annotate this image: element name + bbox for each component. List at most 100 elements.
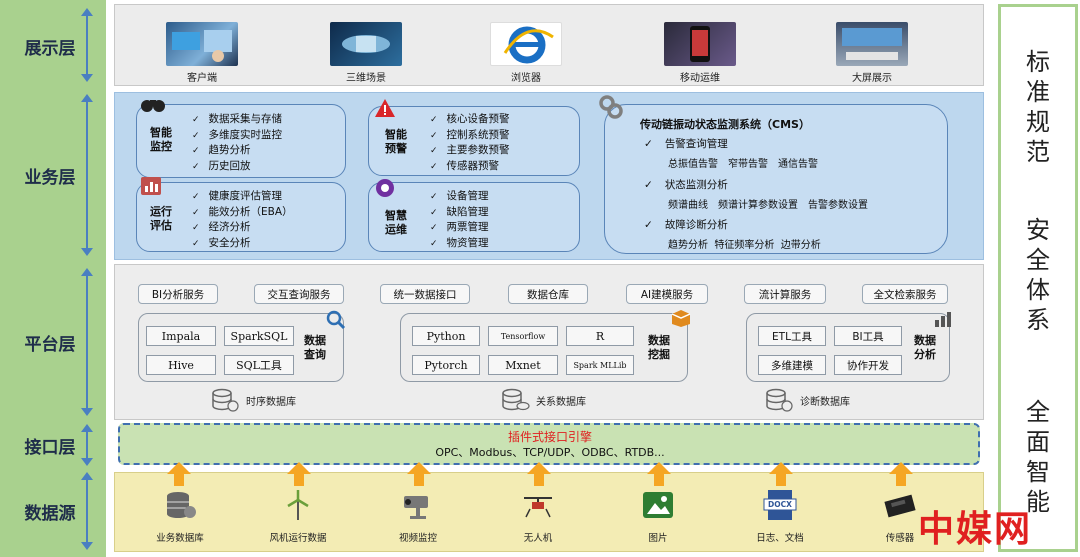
analysis-cell: BI工具 [834, 326, 902, 346]
sidebar-security-text: 安全体系 [1026, 216, 1050, 334]
drone-icon [524, 497, 552, 518]
interface-band [118, 423, 980, 465]
cms-detail-3: 趋势分析 特征频率分析 边带分析 [668, 240, 821, 251]
smart-monitor-list: 数据采集与存储 多维度实时监控 趋势分析 历史回放 [192, 112, 283, 175]
run-eval-title: 运行评估 [150, 205, 172, 232]
mobile-ops-image [664, 22, 736, 66]
source-caption: 业务数据库 [156, 533, 204, 544]
box-icon [670, 308, 692, 332]
cms-title: 传动链振动状态监测系统（CMS） [640, 118, 810, 131]
mining-cell: Spark MLLib [566, 355, 634, 375]
big-screen-image [836, 22, 908, 66]
up-arrow-icon [647, 462, 671, 486]
list-item: 数据采集与存储 [192, 112, 283, 128]
up-arrow-icon [889, 462, 913, 486]
up-arrow-icon [527, 462, 551, 486]
service-data-warehouse: 数据仓库 [508, 284, 588, 304]
cms-section-1: ✓告警查询管理 [644, 138, 728, 150]
query-cell: SparkSQL [224, 326, 294, 346]
data-analysis-title: 数据分析 [914, 334, 936, 361]
picture-icon [643, 492, 673, 518]
source-caption: 无人机 [523, 533, 553, 544]
source-caption: 图片 [648, 533, 668, 544]
mining-cell: Python [412, 326, 480, 346]
sensor-icon [884, 494, 916, 518]
chain-link-icon [598, 94, 624, 124]
layer-business-text: 业务层 [24, 167, 76, 188]
smart-warning-list: 核心设备预警 控制系统预警 主要参数预警 传感器预警 [430, 112, 510, 174]
browser-ie-icon [490, 22, 562, 66]
source-caption: 视频监控 [398, 533, 437, 544]
layer-arrow-interface [81, 424, 93, 466]
3d-scene-caption: 三维场景 [346, 73, 386, 84]
cms-section-heading: 故障诊断分析 [664, 219, 728, 231]
mining-cell: Pytorch [412, 355, 480, 375]
smart-warning-title: 智能预警 [385, 128, 407, 155]
sidebar-security: 安全体系 [1001, 215, 1075, 335]
list-item: 多维度实时监控 [192, 128, 283, 144]
layer-platform-text: 平台层 [24, 334, 76, 355]
layer-label-platform: 平台层 [0, 262, 100, 422]
list-item: 设备管理 [430, 189, 489, 205]
relational-db-label: 关系数据库 [536, 396, 586, 408]
list-item: 健康度评估管理 [192, 189, 293, 205]
bar-chart-icon [934, 310, 954, 332]
layer-source-text: 数据源 [24, 504, 76, 524]
database-stack-icon [167, 492, 196, 518]
up-arrow-icon [769, 462, 793, 486]
magnifier-icon [326, 310, 346, 334]
source-band [114, 472, 984, 552]
service-unified-interface: 统一数据接口 [380, 284, 470, 304]
service-stream-compute: 流计算服务 [744, 284, 826, 304]
list-item: 两票管理 [430, 220, 489, 236]
list-item: 经济分析 [192, 220, 293, 236]
chart-icon [140, 176, 162, 200]
mining-cell: Mxnet [488, 355, 558, 375]
layer-arrow-platform [81, 268, 93, 416]
relational-db: 关系数据库 [500, 388, 586, 412]
interface-protocols: OPC、Modbus、TCP/UDP、ODBC、RTDB... [435, 446, 665, 459]
up-arrow-icon [167, 462, 191, 486]
layer-label-business: 业务层 [0, 88, 100, 262]
timeseries-db: 时序数据库 [210, 388, 296, 412]
smart-ops-title: 智慧运维 [385, 209, 407, 236]
wind-turbine-icon [287, 490, 309, 520]
ops-icon [374, 178, 396, 202]
client-caption: 客户端 [187, 73, 217, 84]
cms-detail-1: 总振值告警 窄带告警 通信告警 [668, 159, 818, 170]
query-cell: Impala [146, 326, 216, 346]
list-item: 安全分析 [192, 236, 293, 252]
source-caption: 传感器 [885, 533, 915, 544]
list-item: 缺陷管理 [430, 205, 489, 221]
mining-cell: R [566, 326, 634, 346]
database-icon [766, 388, 793, 412]
diagnosis-db-label: 诊断数据库 [800, 396, 850, 408]
source-caption: 风机运行数据 [269, 533, 327, 544]
list-item: 物资管理 [430, 236, 489, 252]
binoculars-icon [140, 96, 166, 116]
timeseries-db-label: 时序数据库 [246, 396, 296, 408]
layer-label-display: 展示层 [0, 4, 100, 88]
query-cell: SQL工具 [224, 355, 294, 375]
analysis-cell: ETL工具 [758, 326, 826, 346]
source-caption: 日志、文档 [756, 533, 804, 544]
docx-icon: DOCX [762, 490, 798, 520]
database-icon [212, 388, 239, 412]
list-item: 历史回放 [192, 159, 282, 175]
list-item: 控制系统预警 [430, 128, 510, 144]
smart-ops-list: 设备管理 缺陷管理 两票管理 物资管理 [430, 189, 489, 251]
sidebar-intelligent: 全面智能 [1001, 397, 1075, 517]
smart-monitor-title: 智能监控 [150, 126, 172, 153]
cms-box [604, 104, 948, 254]
right-sidebar: 标准规范 安全体系 全面智能 [998, 4, 1078, 552]
3d-scene-image [330, 22, 402, 66]
service-bi: BI分析服务 [138, 284, 218, 304]
list-item: 传感器预警 [430, 159, 510, 175]
diagnosis-db: 诊断数据库 [764, 388, 850, 412]
browser-caption: 浏览器 [511, 73, 541, 84]
list-item: 核心设备预警 [430, 112, 510, 128]
sidebar-intelligent-text: 全面智能 [1026, 398, 1050, 516]
up-arrow-icon [407, 462, 431, 486]
docx-label: DOCX [768, 500, 792, 509]
service-ai-modeling: AI建模服务 [626, 284, 708, 304]
